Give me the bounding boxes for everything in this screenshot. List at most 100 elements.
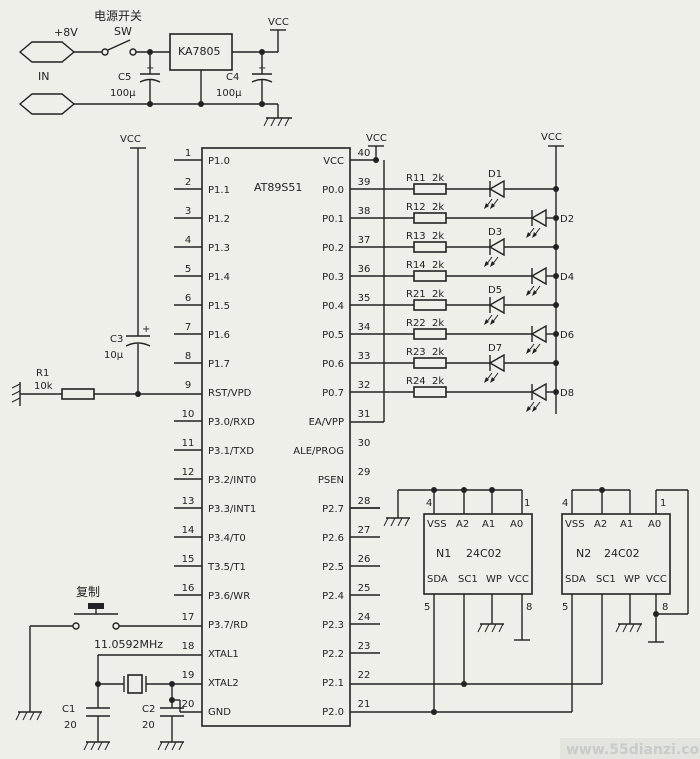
led-label: D1: [488, 169, 502, 180]
n1-pin-sda: SDA: [427, 574, 448, 585]
mcu-pin-label: P2.5: [322, 562, 344, 573]
n1-pin-vcc: VCC: [508, 574, 529, 585]
mcu-pin-number: 19: [182, 670, 195, 681]
input-connector-minus: [18, 93, 76, 115]
regulator-ka7805: [169, 33, 233, 71]
svg-text:+: +: [258, 63, 266, 74]
mcu-pin-label: P0.4: [322, 301, 344, 312]
mcu-pin-label: P0.3: [322, 272, 344, 283]
vcc-led-label: VCC: [541, 132, 562, 143]
mcu-pin-label: P2.0: [322, 707, 344, 718]
mcu-pin-number: 40: [358, 148, 371, 159]
mcu-pin-number: 28: [358, 496, 371, 507]
ground-symbol-reset: [11, 382, 21, 406]
mcu-pin-label: P1.2: [208, 214, 230, 225]
mcu-pin-number: 25: [358, 583, 371, 594]
c5-value: 100μ: [110, 88, 136, 99]
n1-pin-a1: A1: [482, 519, 495, 530]
n1-pin-a0: A0: [510, 519, 523, 530]
vcc-reset-label: VCC: [120, 134, 141, 145]
mcu-pin-number: 32: [358, 380, 371, 391]
input-connector-plus: [18, 41, 76, 63]
mcu-pin-label: XTAL2: [208, 678, 239, 689]
mcu-pins: 1P1.02P1.13P1.24P1.35P1.46P1.57P1.68P1.7…: [174, 148, 380, 718]
mcu-pin-label: P3.4/T0: [208, 533, 246, 544]
mcu-pin-label: P1.7: [208, 359, 230, 370]
mcu-pin-label: P1.0: [208, 156, 230, 167]
n2-ref: N2: [576, 547, 591, 560]
n1-part: 24C02: [466, 547, 502, 560]
c5-ref: C5: [118, 72, 131, 83]
led-d8: [530, 382, 547, 402]
led-d7: [488, 353, 505, 373]
mcu-pin-number: 22: [358, 670, 371, 681]
mcu-pin-label: P0.1: [322, 214, 344, 225]
watermark-bg: [560, 738, 700, 759]
vcc-reg-label: VCC: [268, 17, 289, 28]
c2-ref: C2: [142, 704, 155, 715]
led-label: D8: [560, 388, 574, 399]
svg-text:+: +: [146, 63, 154, 74]
mcu-pin-label: VCC: [323, 156, 344, 167]
mcu-pin-label: P0.5: [322, 330, 344, 341]
led-d5: [488, 295, 505, 315]
crystal-circuit: 11.0592MHz C1 20 C2 20: [62, 638, 202, 751]
resistor-value: 2k: [432, 376, 444, 387]
mcu-pin-number: 37: [358, 235, 371, 246]
ground-symbol-button: [15, 711, 42, 721]
mcu-pin-label: P3.3/INT1: [208, 504, 256, 515]
n2-pin-vss-num: 4: [562, 498, 568, 509]
resistor-value: 2k: [432, 318, 444, 329]
crystal-11-0592mhz: [127, 674, 143, 694]
resistor-ref: R23: [406, 347, 426, 358]
eeprom-n2: 4 1 VSS A2 A1 A0 N2 24C02 SDA SC1 WP VCC…: [561, 487, 689, 712]
switch-contact-right: [129, 48, 137, 56]
led-label: D3: [488, 227, 502, 238]
switch-contact-left: [101, 48, 109, 56]
mcu-pin-number: 14: [182, 525, 195, 536]
switch-label: 电源开关: [94, 9, 142, 23]
n1-pin-vss: VSS: [427, 519, 447, 530]
copy-button-label: 复制: [76, 585, 100, 599]
mcu-pin-label: P2.3: [322, 620, 344, 631]
resistor-ref: R13: [406, 231, 426, 242]
mcu-pin-label: P0.2: [322, 243, 344, 254]
ground-symbol-c1: [83, 741, 110, 751]
mcu-pin-label: P3.1/TXD: [208, 446, 254, 457]
resistor-r13: [413, 241, 447, 253]
n2-pin-sc1: SC1: [596, 574, 616, 585]
mcu-pin-number: 5: [185, 264, 191, 275]
led-label: D5: [488, 285, 502, 296]
n2-pin-vss: VSS: [565, 519, 585, 530]
mcu-pin-label: P1.4: [208, 272, 230, 283]
mcu-pin-label: XTAL1: [208, 649, 239, 660]
mcu-pin-label: P1.5: [208, 301, 230, 312]
n2-pin-sda-num: 5: [562, 602, 568, 613]
input-label: IN: [38, 70, 49, 83]
mcu-pin-number: 11: [182, 438, 195, 449]
n1-pin-vss-num: 4: [426, 498, 432, 509]
mcu-pin-number: 10: [182, 409, 195, 420]
mcu-pin-number: 20: [182, 699, 195, 710]
n2-pin-sda: SDA: [565, 574, 586, 585]
resistor-r24: [413, 386, 447, 398]
n1-pin-sda-num: 5: [424, 602, 430, 613]
ground-symbol-power: [263, 117, 292, 127]
mcu-pin-label: P2.2: [322, 649, 344, 660]
mcu-pin-label: RST/VPD: [208, 388, 252, 399]
resistor-ref: R21: [406, 289, 426, 300]
watermark: www.55dianzi.com: [566, 742, 700, 758]
led-label: D4: [560, 272, 574, 283]
n1-pin-a2: A2: [456, 519, 469, 530]
mcu-pin-number: 8: [185, 351, 191, 362]
ground-symbol-n2-wp: [615, 623, 642, 633]
led-d2: [530, 208, 547, 228]
mcu-pin-label: P0.7: [322, 388, 344, 399]
eeprom-n1-body: [423, 513, 533, 595]
led-label: D7: [488, 343, 502, 354]
